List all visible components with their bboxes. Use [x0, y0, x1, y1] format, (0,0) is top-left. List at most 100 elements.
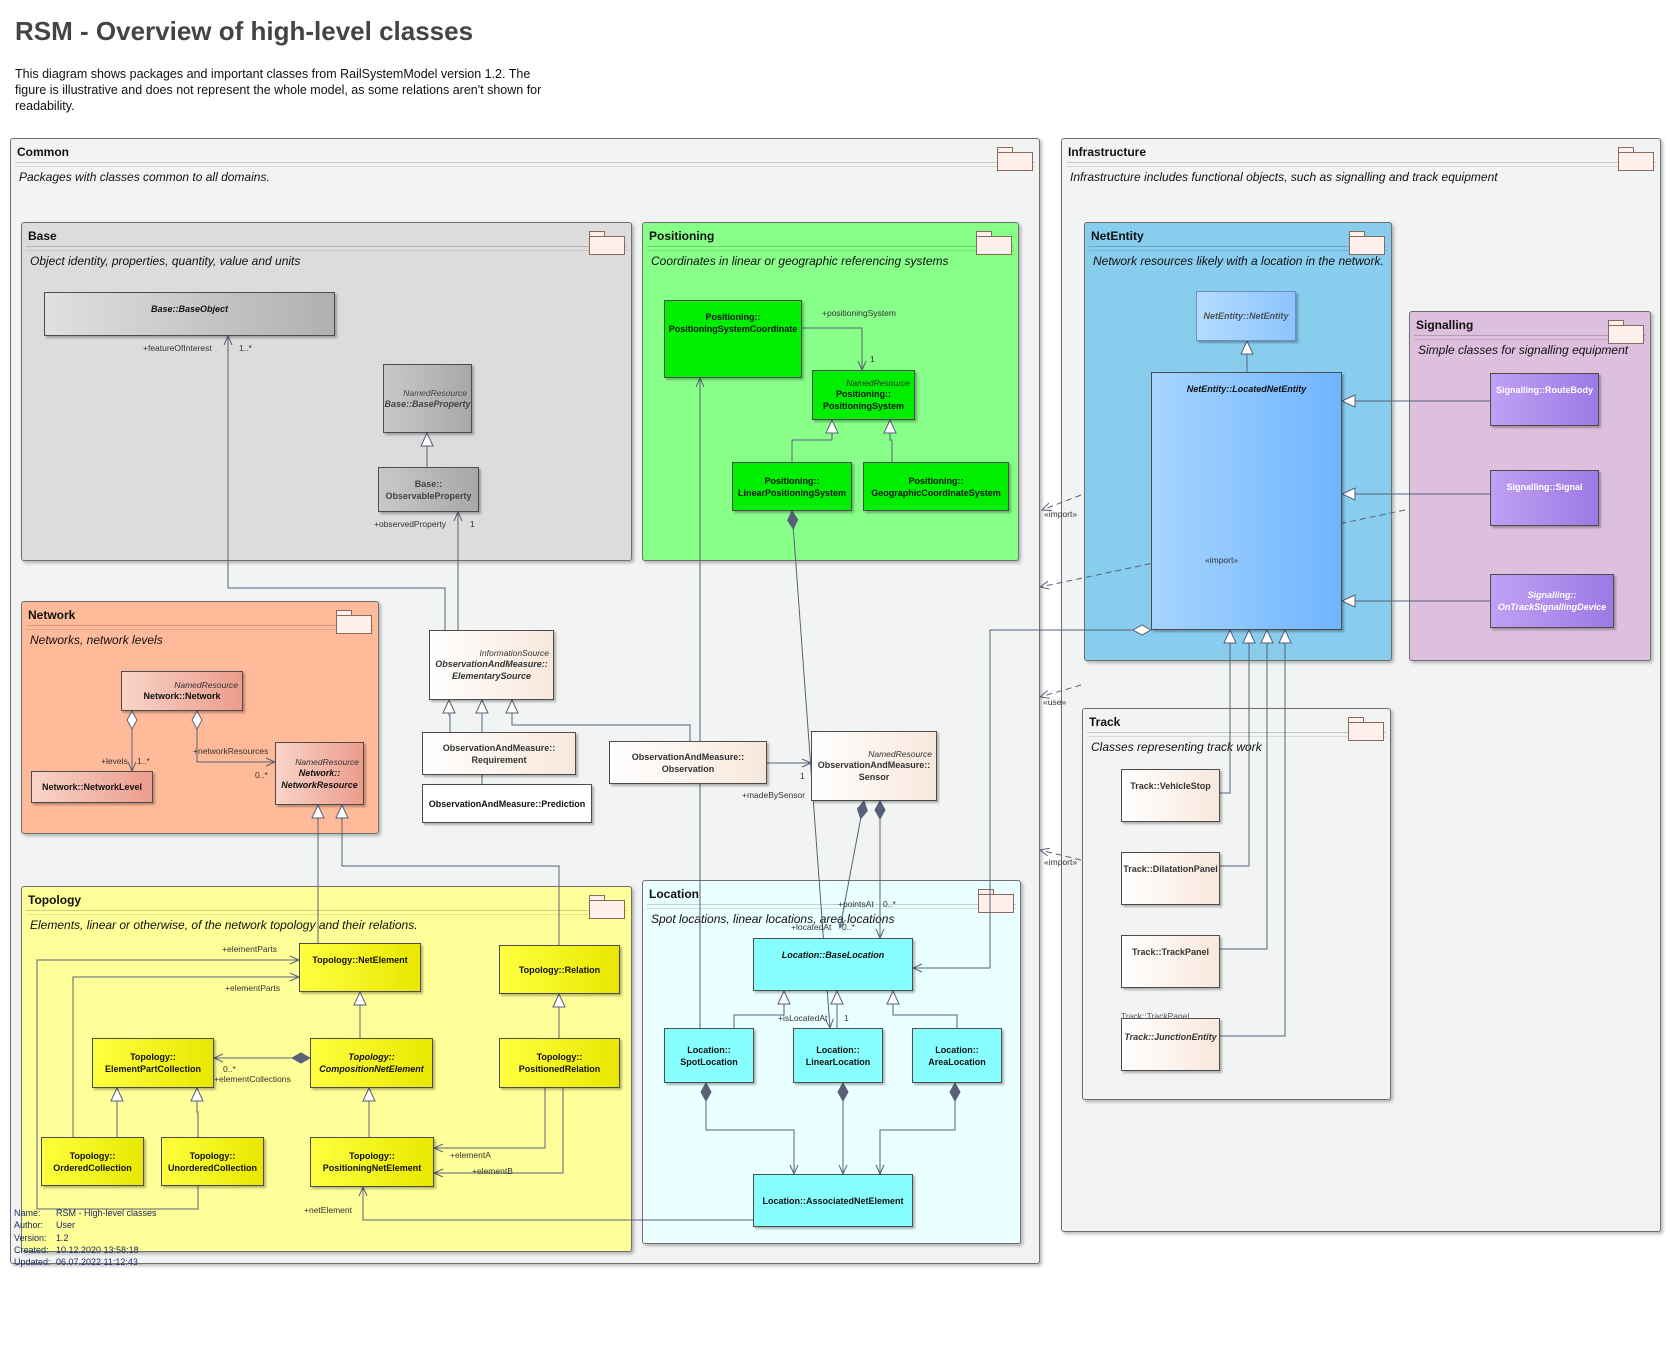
class-vehicle-stop[interactable]: Track::VehicleStop — [1121, 769, 1220, 822]
package-note: Infrastructure includes functional objec… — [1070, 170, 1498, 184]
package-icon — [1348, 717, 1384, 741]
mult-levels: 1..* — [137, 756, 150, 766]
class-unordered-collection[interactable]: Topology:: UnorderedCollection — [161, 1137, 264, 1186]
class-base-property[interactable]: NamedResource Base::BaseProperty — [383, 364, 472, 433]
package-icon — [589, 231, 625, 255]
package-name: Track — [1089, 715, 1121, 729]
role-element-a: +elementA — [450, 1150, 491, 1160]
import-label-2: «import» — [1205, 555, 1239, 565]
package-icon — [978, 889, 1014, 913]
use-label: «use» — [1043, 697, 1067, 707]
role-points-at: +pointsAt — [838, 899, 874, 909]
class-sensor[interactable]: NamedResource ObservationAndMeasure:: Se… — [811, 731, 937, 801]
package-icon — [336, 610, 372, 634]
class-signal[interactable]: Signalling::Signal — [1490, 470, 1599, 526]
class-requirement[interactable]: ObservationAndMeasure:: Requirement — [422, 732, 576, 775]
package-base[interactable]: Base Object identity, properties, quanti… — [21, 222, 632, 561]
class-linear-location[interactable]: Location:: LinearLocation — [793, 1028, 883, 1083]
role-element-collections: +elementCollections — [214, 1074, 291, 1084]
mult-observed-property: 1 — [470, 519, 475, 529]
mult-points-at: 0..* — [883, 899, 896, 909]
class-net-entity[interactable]: NetEntity::NetEntity — [1196, 291, 1296, 341]
package-icon — [976, 231, 1012, 255]
role-element-parts-2: +elementParts — [225, 983, 281, 993]
role-levels: +levels — [101, 756, 128, 766]
footer-version: 1.2 — [56, 1232, 69, 1243]
class-route-body[interactable]: Signalling::RouteBody — [1490, 373, 1599, 426]
class-observation[interactable]: ObservationAndMeasure:: Observation — [609, 741, 767, 784]
mult-positioning-system: 1 — [870, 354, 875, 364]
footer-author: User — [56, 1220, 76, 1231]
footer-updated: 06.07.2022 11:12:43 — [56, 1257, 138, 1268]
package-note: Elements, linear or otherwise, of the ne… — [30, 918, 418, 932]
class-elementary-source[interactable]: InformationSource ObservationAndMeasure:… — [429, 630, 554, 700]
class-on-track-signalling-device[interactable]: Signalling:: OnTrackSignallingDevice — [1490, 574, 1614, 628]
package-name: Base — [28, 229, 57, 243]
role-made-by-sensor: +madeBySensor — [742, 790, 806, 800]
mult-element-collections: 0..* — [223, 1064, 236, 1074]
class-positioning-system-coordinate[interactable]: Positioning:: PositioningSystemCoordinat… — [664, 300, 802, 378]
package-note: Object identity, properties, quantity, v… — [30, 254, 301, 268]
class-dilatation-panel[interactable]: Track::DilatationPanel — [1121, 852, 1220, 905]
dep-import-3-arrowhead — [1038, 847, 1050, 857]
mult-made-by-sensor: 1 — [800, 771, 805, 781]
class-base-object[interactable]: Base::BaseObject — [44, 292, 335, 336]
footer-created: 10.12.2020 13:58:18 — [56, 1244, 139, 1255]
footer-name: RSM - High-level classes — [56, 1208, 157, 1218]
package-icon — [589, 895, 625, 919]
diagram-footer: Name:RSM - High-level classes Author:Use… — [14, 1208, 157, 1268]
class-associated-net-element[interactable]: Location::AssociatedNetElement — [753, 1174, 913, 1227]
role-observed-property: +observedProperty — [374, 519, 447, 529]
package-note: Network resources likely with a location… — [1093, 254, 1384, 268]
role-element-parts-1: +elementParts — [222, 944, 278, 954]
class-net-element[interactable]: Topology::NetElement — [299, 943, 421, 992]
class-network[interactable]: NamedResource Network::Network — [121, 671, 243, 711]
class-network-resource[interactable]: NamedResource Network:: NetworkResource — [275, 742, 364, 805]
package-note: Simple classes for signalling equipment — [1418, 343, 1629, 357]
diagram-description: This diagram shows packages and importan… — [15, 67, 542, 113]
class-base-location[interactable]: Location::BaseLocation — [753, 938, 913, 991]
import-label-1: «import» — [1044, 509, 1078, 519]
package-note: Packages with classes common to all doma… — [19, 170, 270, 184]
class-positioning-net-element[interactable]: Topology:: PositioningNetElement — [310, 1137, 434, 1187]
dep-import-2-arrowhead — [1038, 580, 1050, 590]
role-network-resources: +networkResources — [193, 746, 269, 756]
class-ordered-collection[interactable]: Topology:: OrderedCollection — [41, 1137, 144, 1186]
class-positioning-system[interactable]: NamedResource Positioning:: PositioningS… — [812, 370, 915, 420]
class-observable-property[interactable]: Base:: ObservableProperty — [378, 467, 479, 512]
package-icon — [1608, 320, 1644, 344]
package-note: Spot locations, linear locations, area l… — [651, 912, 895, 926]
role-feature-of-interest: +featureOfInterest — [143, 343, 212, 353]
mult-located-at: 0..* — [842, 922, 855, 932]
junction-entity-stereotype: Track::TrackPanel — [1121, 1011, 1190, 1021]
mult-is-located-at: 1 — [844, 1013, 849, 1023]
package-note: Classes representing track work — [1091, 740, 1262, 754]
class-element-part-collection[interactable]: Topology:: ElementPartCollection — [92, 1038, 214, 1088]
package-note: Coordinates in linear or geographic refe… — [651, 254, 949, 268]
class-network-level[interactable]: Network::NetworkLevel — [31, 771, 153, 803]
class-prediction[interactable]: ObservationAndMeasure::Prediction — [422, 784, 592, 823]
class-spot-location[interactable]: Location:: SpotLocation — [664, 1028, 754, 1083]
mult-feature-of-interest: 1..* — [239, 343, 252, 353]
mult-network-resources: 0..* — [255, 770, 268, 780]
package-name: NetEntity — [1091, 229, 1144, 243]
class-track-panel[interactable]: Track::TrackPanel — [1121, 935, 1220, 988]
package-name: Common — [17, 145, 69, 159]
package-name: Signalling — [1416, 318, 1474, 332]
class-positioned-relation[interactable]: Topology:: PositionedRelation — [499, 1038, 620, 1088]
class-geographic-coordinate-system[interactable]: Positioning:: GeographicCoordinateSystem — [863, 462, 1009, 511]
role-net-element: +netElement — [304, 1205, 352, 1215]
class-located-net-entity[interactable]: NetEntity::LocatedNetEntity — [1151, 372, 1342, 630]
package-name: Positioning — [649, 229, 715, 243]
class-junction-entity[interactable]: Track::JunctionEntity — [1121, 1018, 1220, 1071]
class-composition-net-element[interactable]: Topology:: CompositionNetElement — [310, 1038, 433, 1088]
role-element-b: +elementB — [472, 1166, 513, 1176]
package-icon — [1349, 231, 1385, 255]
package-note: Networks, network levels — [30, 633, 163, 647]
class-area-location[interactable]: Location:: AreaLocation — [912, 1028, 1002, 1083]
class-relation[interactable]: Topology::Relation — [499, 945, 620, 994]
package-name: Location — [649, 887, 699, 901]
class-linear-positioning-system[interactable]: Positioning:: LinearPositioningSystem — [732, 462, 852, 511]
package-name: Network — [28, 608, 76, 622]
package-name: Topology — [28, 893, 82, 907]
